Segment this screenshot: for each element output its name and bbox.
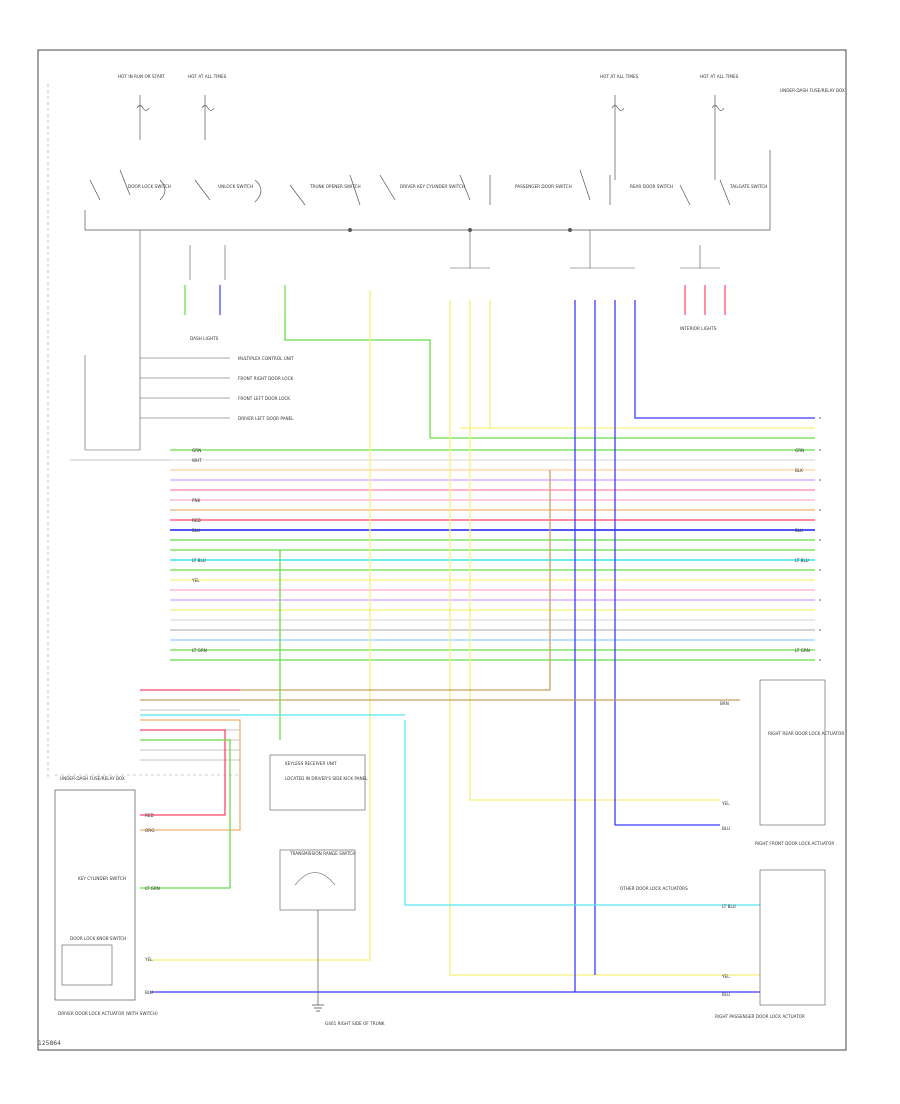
- wire-tag-red-left: RED: [145, 813, 154, 818]
- wire-tag-ltgrn-left: LT GRN: [145, 886, 160, 891]
- lower-harness: [140, 689, 740, 889]
- fuse-label-4: HOT AT ALL TIMES: [700, 74, 739, 79]
- sw-rear-label: REAR DOOR SWITCH: [630, 184, 673, 189]
- fuse-box-note: UNDER-DASH FUSE/RELAY BOX: [780, 88, 845, 93]
- keyless-receiver-label: KEYLESS RECEIVER UNIT: [285, 761, 337, 766]
- wire-tag-ltgrn-right: LT GRN: [795, 648, 810, 653]
- right-pass-lock-label: RIGHT PASSENGER DOOR LOCK ACTUATOR: [715, 1014, 805, 1019]
- wire-tag-blu-right: BLU: [795, 528, 803, 533]
- connector-groups: [189, 230, 720, 280]
- driver-door-lock-label: DRIVER DOOR LOCK ACTUATOR (WITH SWITCH): [58, 1011, 158, 1016]
- wire-tag-ltblu: LT BLU: [722, 904, 736, 909]
- wire-tag-grn-right: GRN: [795, 448, 804, 453]
- fuse-label-3: HOT AT ALL TIMES: [600, 74, 639, 79]
- pin-marks: [819, 417, 821, 661]
- right-pass-lock-box: [759, 869, 826, 1006]
- ground-symbol: [312, 1004, 324, 1012]
- wire-tag-yel-left: YEL: [144, 957, 153, 962]
- fuse-label-2: HOT AT ALL TIMES: [188, 74, 227, 79]
- key-cyl-lower-label: KEY CYLINDER SWITCH: [78, 876, 126, 881]
- wire-tag-red-main: RED: [192, 518, 201, 523]
- multiplex-label-4: DRIVER LEFT DOOR PANEL: [238, 416, 294, 421]
- ground-note: G401 RIGHT SIDE OF TRUNK: [325, 1021, 385, 1026]
- sw-unlock-label: UNLOCK SWITCH: [218, 184, 253, 189]
- vertical-wires: [150, 290, 760, 993]
- main-harness: [170, 417, 815, 661]
- multiplex-label-2: FRONT RIGHT DOOR LOCK: [238, 376, 294, 381]
- top-fuses: [136, 95, 725, 180]
- wire-tag-blu-1: BLU: [722, 826, 730, 831]
- fuse-label-1: HOT IN RUN OR START: [118, 74, 165, 79]
- door-lock-knob-box: [61, 944, 113, 986]
- switch-row: [84, 150, 771, 232]
- driver-door-lock-box: [54, 789, 136, 1001]
- wire-tag-yel-1: YEL: [721, 801, 730, 806]
- wire-tag-blu-left: BLU: [145, 990, 153, 995]
- wire-tag-yel-main: YEL: [191, 578, 200, 583]
- wire-tag-blk-right: BLK: [795, 468, 803, 473]
- trans-range-arc: [294, 872, 336, 886]
- keyless-receiver-box: [269, 754, 366, 811]
- footer-code: 125864: [38, 1040, 61, 1047]
- right-rear-lock-label: RIGHT REAR DOOR LOCK ACTUATOR: [768, 731, 844, 736]
- dash-lights-label: DASH LIGHTS: [190, 336, 219, 341]
- wire-tag-blu-main: BLU: [192, 528, 200, 533]
- connector-stubs: [184, 285, 726, 315]
- sw-driver-key-label: DRIVER KEY CYLINDER SWITCH: [400, 184, 465, 189]
- wire-tag-grn-main: GRN: [192, 448, 201, 453]
- right-rear-lock-box: [759, 679, 826, 826]
- wire-tag-ltblu-main: LT BLU: [192, 558, 206, 563]
- wire-tag-org-left: ORG: [145, 828, 154, 833]
- interior-lights-label: INTERIOR LIGHTS: [680, 326, 717, 331]
- sw-tailgate-label: TAILGATE SWITCH: [729, 184, 767, 189]
- multiplex-bracket: [84, 230, 230, 451]
- other-doors-label: OTHER DOOR LOCK ACTUATORS: [620, 886, 688, 891]
- wire-tag-brn: BRN: [720, 701, 729, 706]
- multiplex-label-1: MULTIPLEX CONTROL UNIT: [238, 356, 294, 361]
- keyless-note: LOCATED IN DRIVER'S SIDE KICK PANEL: [285, 776, 368, 781]
- trans-range-label: TRANSMISSION RANGE SWITCH: [289, 851, 356, 856]
- wire-tag-pnk-main: PNK: [192, 498, 201, 503]
- wire-tag-blu-2: BLU: [722, 992, 730, 997]
- multiplex-label-3: FRONT LEFT DOOR LOCK: [238, 396, 290, 401]
- wire-tag-wht-main: WHT: [192, 458, 202, 463]
- sw-passenger-label: PASSENGER DOOR SWITCH: [515, 184, 572, 189]
- wire-tag-ltgrn-main: LT GRN: [192, 648, 207, 653]
- sw-door-lock-label: DOOR LOCK SWITCH: [128, 184, 171, 189]
- door-lock-knob-label: DOOR LOCK KNOB SWITCH: [70, 936, 126, 941]
- right-front-lock-label: RIGHT FRONT DOOR LOCK ACTUATOR: [755, 841, 834, 846]
- diagram-frame: [37, 49, 847, 1051]
- wire-tag-ltblu-right: LT BLU: [795, 558, 809, 563]
- wire-tag-yel-2: YEL: [721, 974, 730, 979]
- trans-range-box: [279, 849, 356, 911]
- under-dash-note: UNDER-DASH FUSE/RELAY BOX: [60, 776, 125, 781]
- sw-trunk-label: TRUNK OPENER SWITCH: [309, 184, 361, 189]
